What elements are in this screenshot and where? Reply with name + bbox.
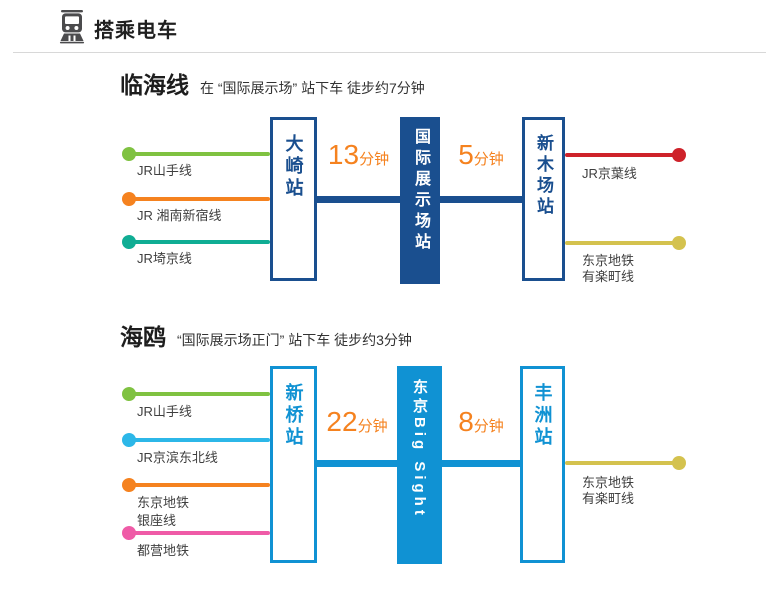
line-label: JR埼京线 bbox=[137, 251, 192, 266]
line-label: 东京地铁 bbox=[582, 253, 635, 268]
line-label: JR京葉线 bbox=[582, 166, 637, 181]
station-box-toyosu: 丰洲站 bbox=[520, 366, 565, 563]
station-box-tokyo-big-sight: 东京Big Sight bbox=[397, 366, 442, 564]
line-metro-yurakucho bbox=[565, 241, 679, 245]
train-icon bbox=[60, 10, 84, 44]
line-label: 有楽町线 bbox=[582, 269, 635, 284]
line-label: 银座线 bbox=[137, 513, 177, 528]
travel-time-number: 8 bbox=[458, 406, 474, 437]
line-endpoint-dot bbox=[122, 433, 136, 447]
line-label: 有楽町线 bbox=[582, 491, 635, 506]
station-box-shin-kiba: 新木场站 bbox=[522, 117, 565, 281]
line-endpoint-dot bbox=[122, 387, 136, 401]
travel-time-number: 13 bbox=[327, 139, 360, 170]
station-name: 新木场站 bbox=[534, 134, 553, 218]
travel-time-number: 22 bbox=[326, 406, 358, 437]
section-subtitle: 在 “国际展示场” 站下车 徒步约7分钟 bbox=[200, 80, 425, 96]
travel-time-unit: 分钟 bbox=[357, 418, 388, 435]
line-label: JR京滨东北线 bbox=[137, 450, 218, 465]
line-endpoint-dot bbox=[672, 456, 686, 470]
travel-time-number: 5 bbox=[458, 139, 474, 170]
rail-connector bbox=[442, 460, 520, 467]
station-name: 东京Big Sight bbox=[411, 379, 428, 519]
section-title: 临海线 bbox=[120, 72, 189, 98]
section-rinkai-heading: 临海线 在 “国际展示场” 站下车 徒步约7分钟 bbox=[120, 66, 425, 100]
line-label: JR山手线 bbox=[137, 163, 192, 178]
section-yurikamome-heading: 海鸥 “国际展示场正门” 站下车 徒步约3分钟 bbox=[120, 318, 412, 352]
line-jr-shonan-shinjuku bbox=[129, 197, 270, 201]
station-name: 国际展示场站 bbox=[412, 128, 429, 254]
station-name: 新桥站 bbox=[283, 383, 304, 449]
line-jr-yamanote bbox=[129, 152, 270, 156]
station-name: 丰洲站 bbox=[532, 383, 553, 449]
station-name: 大崎站 bbox=[283, 134, 304, 200]
line-endpoint-dot bbox=[672, 236, 686, 250]
station-box-kokusai-tenjijo: 国际展示场站 bbox=[400, 117, 440, 284]
travel-time-unit: 分钟 bbox=[473, 151, 504, 168]
page-title: 搭乘电车 bbox=[94, 20, 178, 42]
station-box-shimbashi: 新桥站 bbox=[270, 366, 317, 563]
line-metro-yurakucho bbox=[565, 461, 679, 465]
line-endpoint-dot bbox=[122, 192, 136, 206]
line-label: 东京地铁 bbox=[137, 495, 190, 510]
travel-time-unit: 分钟 bbox=[359, 151, 390, 168]
line-label: JR山手线 bbox=[137, 404, 192, 419]
line-label: 都营地铁 bbox=[137, 543, 190, 558]
travel-time-unit: 分钟 bbox=[473, 418, 504, 435]
line-toei-subway bbox=[129, 531, 270, 535]
line-endpoint-dot bbox=[672, 148, 686, 162]
rail-connector bbox=[317, 196, 400, 203]
station-box-osaki: 大崎站 bbox=[270, 117, 317, 281]
section-subtitle: “国际展示场正门” 站下车 徒步约3分钟 bbox=[177, 332, 412, 348]
line-label: 东京地铁 bbox=[582, 475, 635, 490]
line-endpoint-dot bbox=[122, 478, 136, 492]
rail-connector bbox=[317, 460, 397, 467]
line-jr-keihin-tohoku bbox=[129, 438, 270, 442]
line-jr-yamanote bbox=[129, 392, 270, 396]
line-endpoint-dot bbox=[122, 147, 136, 161]
line-jr-saikyo bbox=[129, 240, 270, 244]
line-endpoint-dot bbox=[122, 526, 136, 540]
rail-connector bbox=[440, 196, 522, 203]
header-divider bbox=[13, 52, 766, 53]
line-endpoint-dot bbox=[122, 235, 136, 249]
line-label: JR 湘南新宿线 bbox=[137, 208, 222, 223]
section-title: 海鸥 bbox=[120, 324, 166, 350]
line-metro-ginza bbox=[129, 483, 270, 487]
line-jr-keiyo bbox=[565, 153, 679, 157]
